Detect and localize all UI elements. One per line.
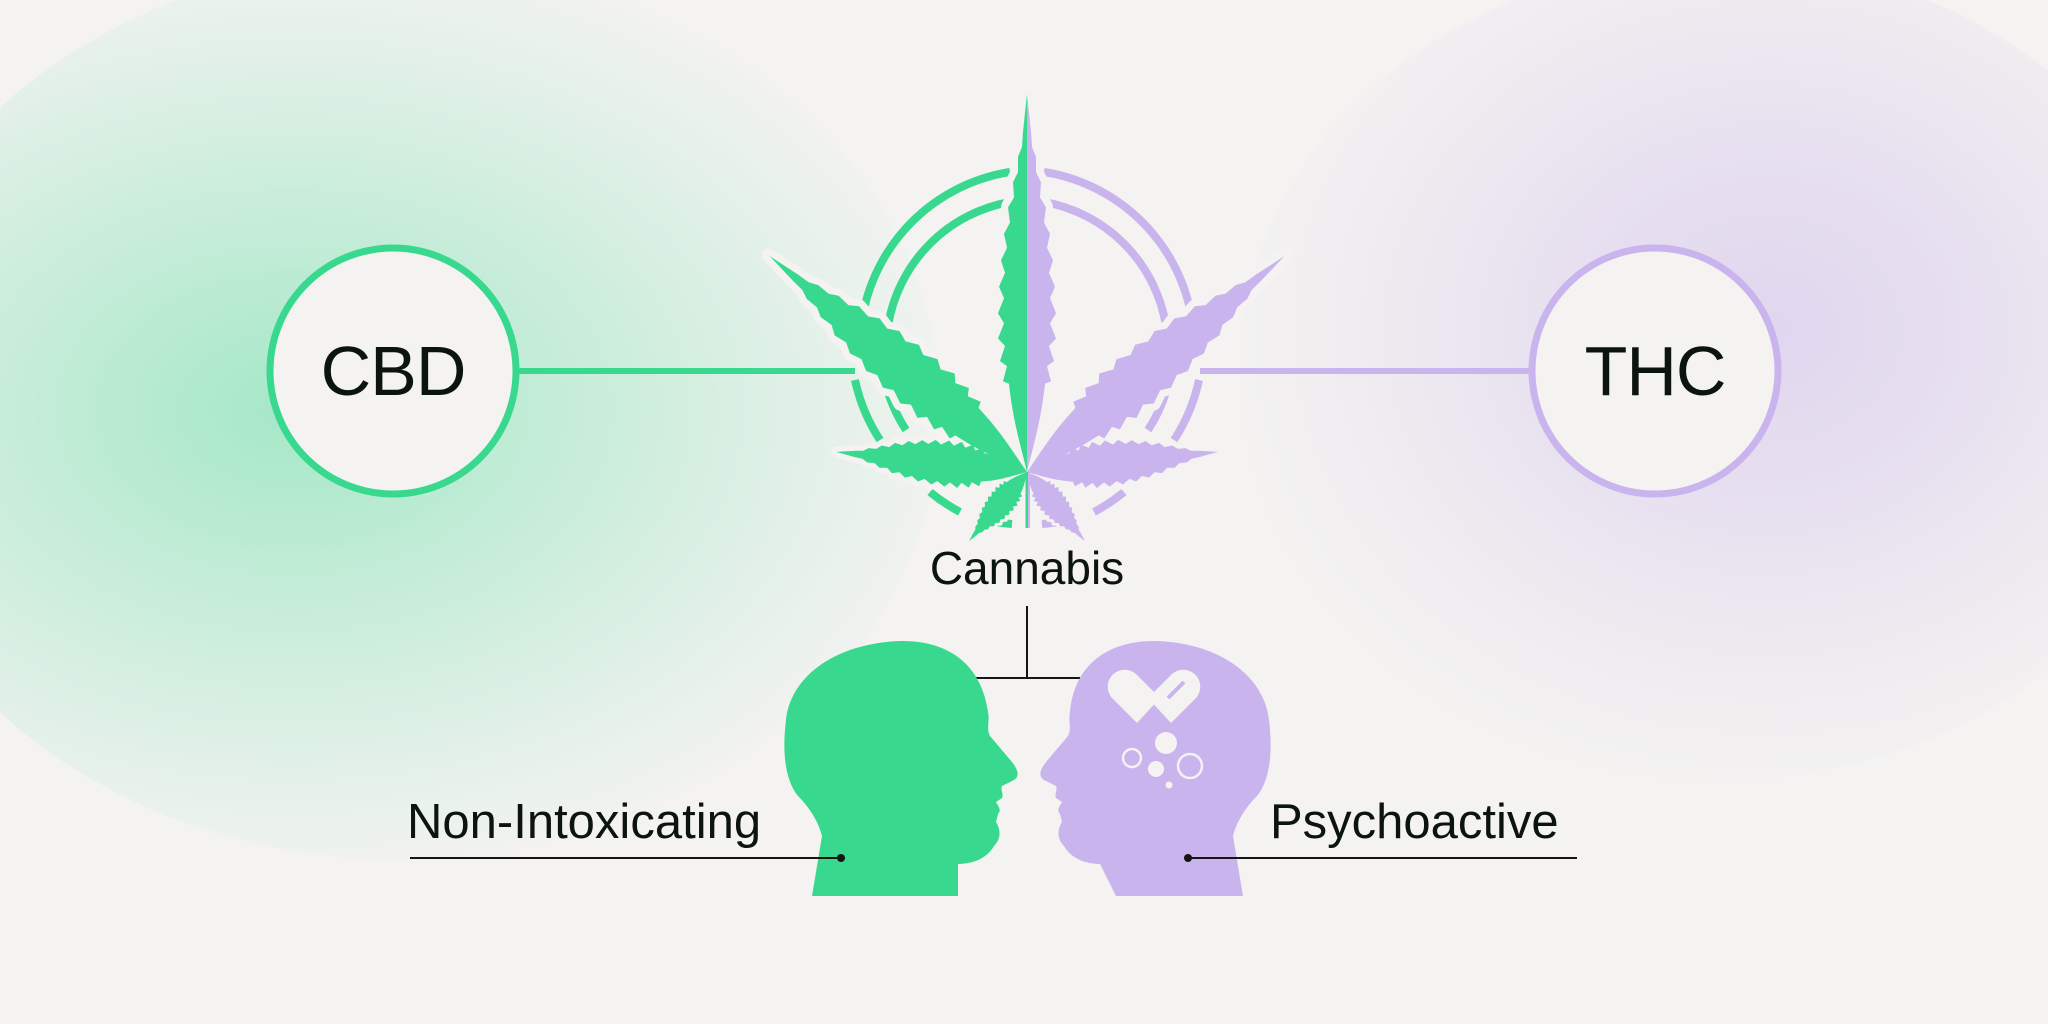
thc-circle — [1528, 244, 1782, 498]
thc-label: THC — [1584, 332, 1727, 410]
head-profile-icon — [784, 640, 1018, 896]
cbd-circle — [266, 244, 520, 498]
psychoactive-label: Psychoactive — [1270, 795, 1559, 849]
pills-icon — [1107, 669, 1204, 789]
non-intoxicating-label: Non-Intoxicating — [407, 795, 762, 849]
psychoactive-dot — [1184, 854, 1192, 862]
cannabis-label: Cannabis — [929, 542, 1125, 594]
cbd-label: CBD — [320, 332, 467, 410]
non-intoxicating-dot — [837, 854, 845, 862]
